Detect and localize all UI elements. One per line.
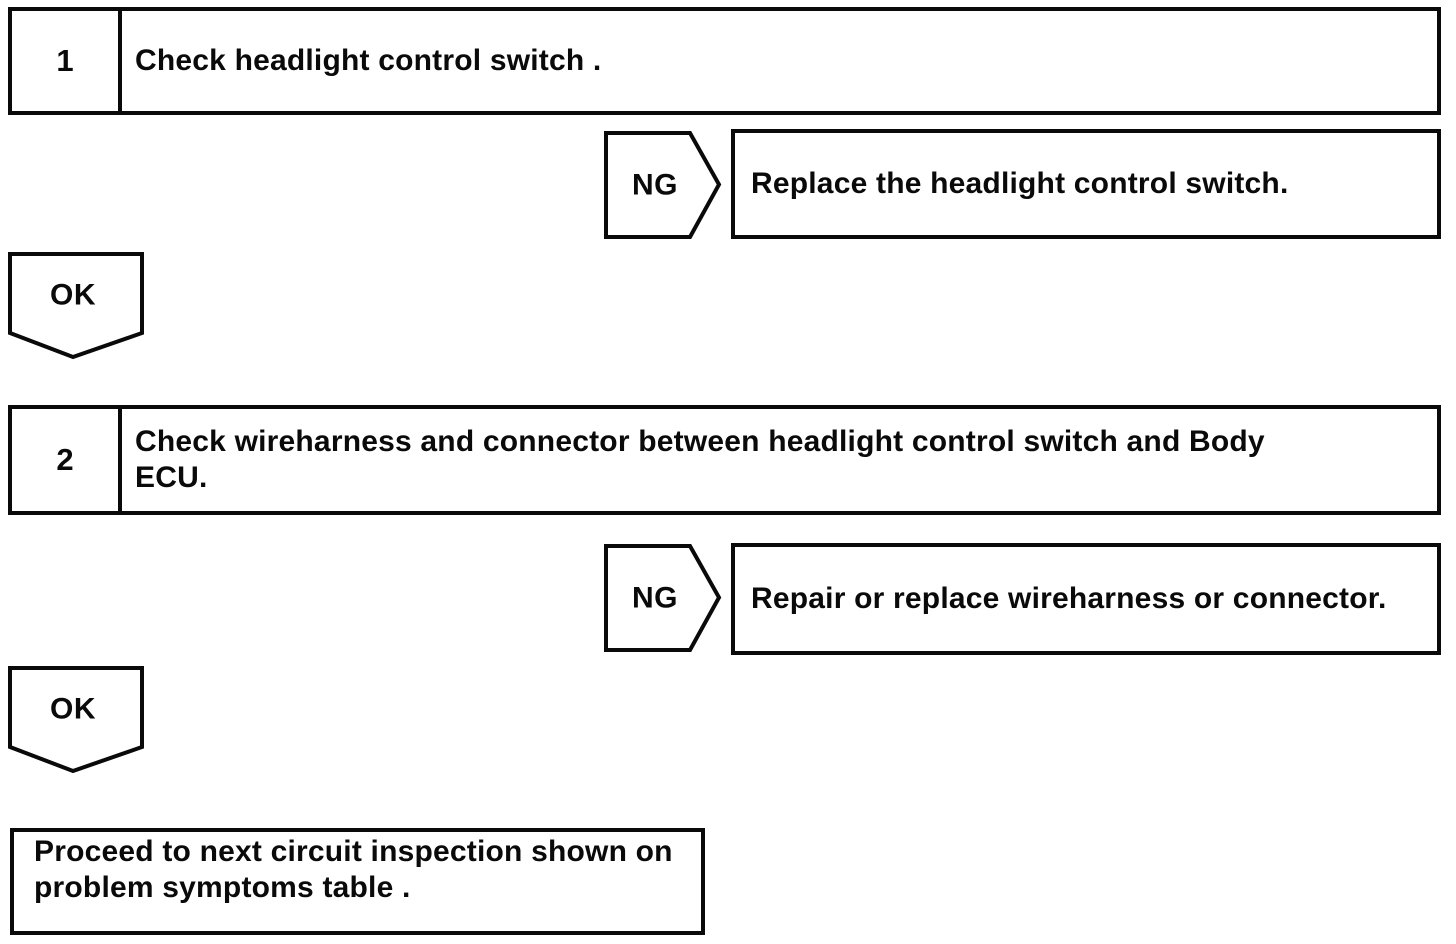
end-line-2: problem symptoms table . [34, 871, 411, 904]
step-2-title-line-2: ECU. [135, 461, 208, 494]
ng-2-arrow-outline [604, 544, 722, 652]
step-2-box: 2 Check wireharness and connector betwee… [8, 405, 1441, 515]
ng-1-arrow-icon: NG [604, 131, 722, 239]
end-box: Proceed to next circuit inspection shown… [10, 828, 705, 935]
ng-2-arrow-icon: NG [604, 544, 722, 652]
ng-1-action-box: Replace the headlight control switch. [731, 129, 1441, 239]
step-1-title-line: Check headlight control switch . [135, 44, 602, 77]
step-1-title: Check headlight control switch . [122, 11, 1437, 111]
ng-1-label: NG [632, 169, 678, 202]
step-2-title: Check wireharness and connector between … [122, 409, 1437, 511]
end-line-1: Proceed to next circuit inspection shown… [34, 835, 673, 868]
ng-2-action-line: Repair or replace wireharness or connect… [751, 582, 1387, 615]
ok-2-label: OK [50, 693, 96, 726]
ok-2-arrow-outline [8, 666, 144, 774]
ok-1-arrow-outline [8, 252, 144, 360]
ok-2-arrow-icon: OK [8, 666, 144, 774]
step-2-title-line-1: Check wireharness and connector between … [135, 425, 1265, 458]
ok-1-label: OK [50, 279, 96, 312]
step-2-number: 2 [12, 409, 122, 511]
ng-1-action-line: Replace the headlight control switch. [751, 167, 1289, 200]
ng-1-arrow-outline [604, 131, 722, 239]
step-1-number: 1 [12, 11, 122, 111]
ng-2-action-box: Repair or replace wireharness or connect… [731, 543, 1441, 655]
step-1-box: 1 Check headlight control switch . [8, 7, 1441, 115]
ng-2-label: NG [632, 582, 678, 615]
ok-1-arrow-icon: OK [8, 252, 144, 360]
